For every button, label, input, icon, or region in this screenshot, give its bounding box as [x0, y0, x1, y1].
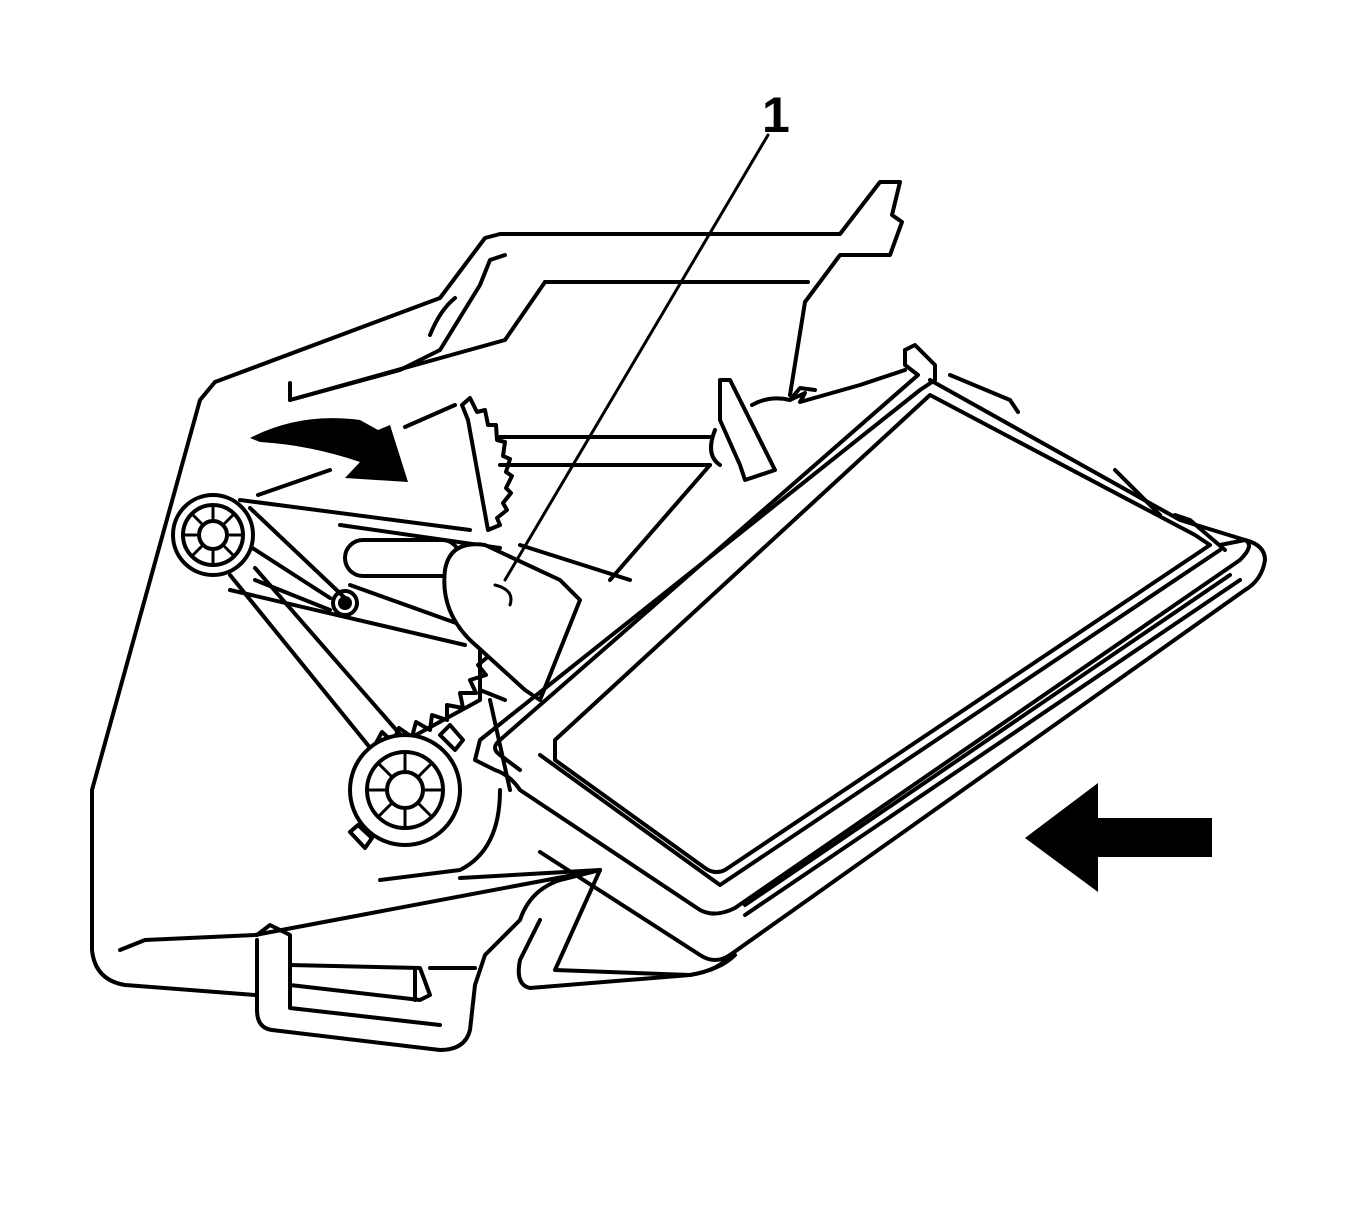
linkage-arm — [228, 498, 502, 647]
pivot-pin — [331, 589, 359, 617]
filter-door — [473, 343, 1267, 977]
actuator-lever — [442, 542, 582, 702]
upper-pulley — [171, 493, 255, 577]
upper-gear-sector — [460, 396, 514, 532]
lower-gear-wheel — [348, 723, 465, 850]
callout-leader-line — [503, 133, 770, 582]
direction-arrow — [1025, 783, 1212, 892]
internal-frame-lines — [256, 403, 712, 582]
rotation-arrow — [250, 418, 408, 482]
callout-label-1: 1 — [762, 87, 790, 143]
drive-belt — [228, 566, 407, 762]
bottom-flange — [118, 868, 732, 1052]
module-housing — [90, 180, 904, 997]
